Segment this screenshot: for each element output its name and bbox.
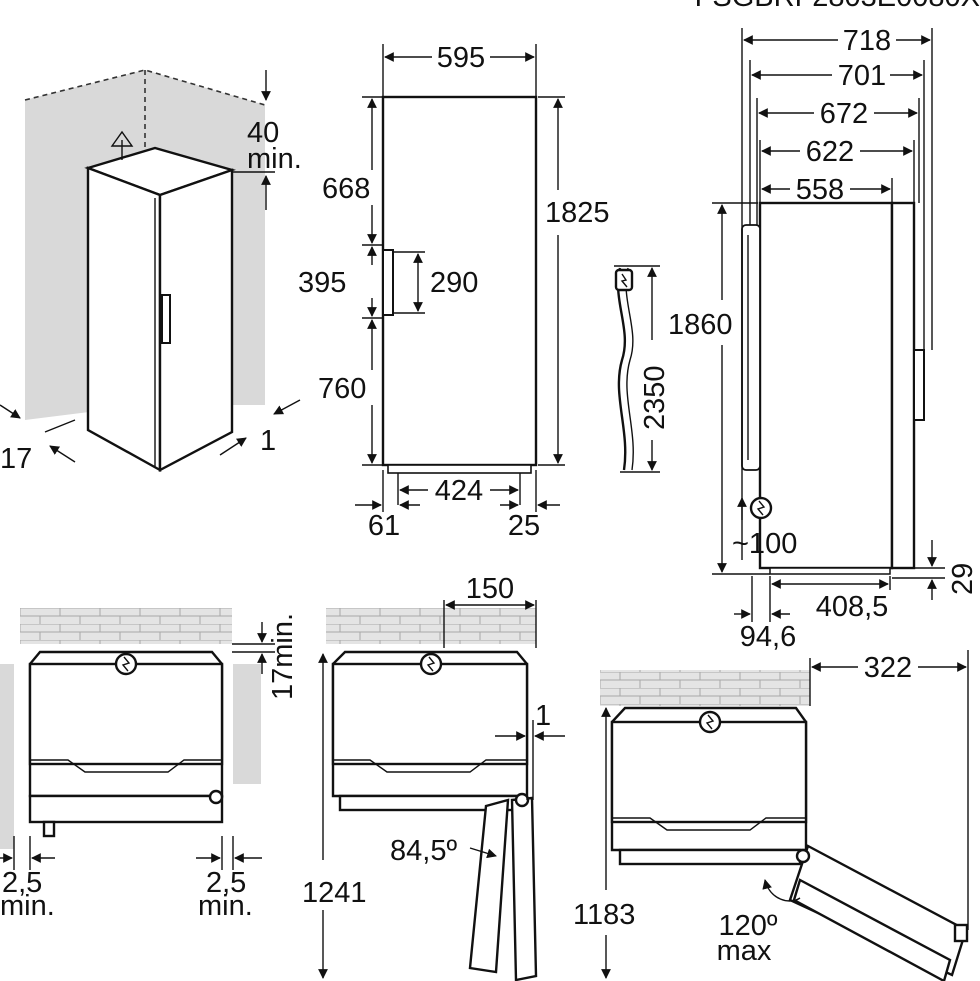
cable-length: 2350: [639, 365, 671, 430]
side-gap: 1: [535, 700, 551, 732]
depth-open-2: 1183: [573, 899, 635, 931]
side-depth-558: 558: [796, 174, 844, 206]
arrow-up-icon: [110, 130, 134, 160]
side-view: 718 701 672 622 558 1860 ~100 29 408,5: [668, 25, 979, 653]
side-depth-701: 701: [838, 60, 886, 92]
side-height: 1860: [668, 309, 733, 341]
side-back-offset: 94,6: [740, 621, 796, 653]
right-gap-unit: min.: [198, 890, 253, 922]
installation-view: 40 min. 17 1: [0, 69, 302, 475]
door-angle-2-unit: max: [717, 935, 772, 967]
top-clearance-unit: min.: [247, 143, 302, 175]
front-handle-length: 290: [430, 267, 478, 299]
power-cord: 2350: [614, 265, 671, 473]
front-width: 595: [437, 42, 485, 74]
right-gap: 2,5: [206, 867, 246, 899]
side-depth-718: 718: [843, 25, 891, 57]
side-foot-height: 29: [947, 563, 979, 595]
front-left-offset: 61: [368, 510, 400, 542]
left-gap-unit: min.: [0, 890, 55, 922]
side-foot-depth: 408,5: [816, 591, 889, 623]
model-code: FSGBRF2803E0080X: [695, 0, 980, 13]
depth-open-1: 1241: [302, 877, 367, 909]
top-view-a: 17min. 2,5 min. 2,5 min.: [0, 608, 299, 922]
front-upper-section: 668: [322, 173, 370, 205]
door-angle-2: 120º: [719, 910, 778, 942]
front-feet-spacing: 424: [435, 475, 483, 507]
front-view: 595 1825 668 395 760 290 424 61: [298, 42, 610, 542]
side-depth-672: 672: [820, 98, 868, 130]
door-angle-1: 84,5º: [390, 835, 457, 867]
side-plug-offset: ~100: [732, 528, 797, 560]
top-view-c: 322 120º max 1183: [573, 650, 969, 981]
rear-gap: 17min.: [267, 613, 299, 700]
top-clearance-value: 40: [247, 117, 279, 149]
hinge-offset: 150: [466, 573, 514, 605]
side-depth-622: 622: [806, 136, 854, 168]
top-view-b: 150 1 84,5º 1241: [302, 573, 565, 981]
front-handle-zone: 395: [298, 267, 346, 299]
side-clearance-left: 17: [0, 443, 32, 475]
front-height: 1825: [545, 197, 610, 229]
side-clearance-right: 1: [260, 425, 276, 457]
door-offset: 322: [864, 652, 912, 684]
front-right-offset: 25: [508, 510, 540, 542]
left-gap: 2,5: [2, 867, 42, 899]
front-lower-section: 760: [318, 373, 366, 405]
